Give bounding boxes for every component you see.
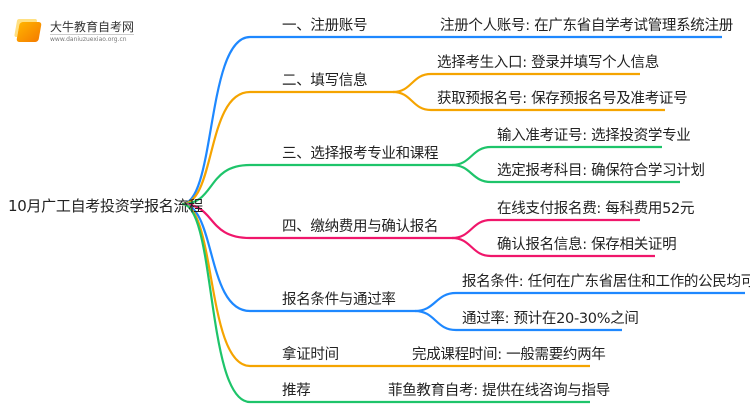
branch-node: 二、填写信息 <box>282 73 368 89</box>
leaf-node: 菲鱼教育自考: 提供在线咨询与指导 <box>388 383 610 399</box>
leaf-node: 完成课程时间: 一般需要约两年 <box>412 347 606 363</box>
branch-connector <box>181 90 393 206</box>
root-node: 10月广工自考投资学报名流程 <box>8 197 203 215</box>
leaf-node: 获取预报名号: 保存预报名号及准考证号 <box>437 91 688 107</box>
leaf-node: 通过率: 预计在20-30%之间 <box>462 311 639 327</box>
leaf-node: 输入准考证号: 选择投资学专业 <box>497 128 691 144</box>
branch-connector <box>181 35 438 206</box>
leaf-node: 选定报考科目: 确保符合学习计划 <box>497 163 705 179</box>
branch-node: 三、选择报考专业和课程 <box>282 146 439 162</box>
child-connector <box>414 309 622 332</box>
branch-connector <box>181 202 452 240</box>
child-connector <box>451 236 655 258</box>
leaf-node: 在线支付报名费: 每科费用52元 <box>497 201 695 217</box>
leaf-node: 注册个人账号: 在广东省自学考试管理系统注册 <box>440 18 733 34</box>
child-connector <box>451 163 680 184</box>
branch-connector <box>181 202 386 404</box>
child-connector <box>451 218 640 240</box>
branch-node: 拿证时间 <box>282 347 339 363</box>
branch-node: 四、缴纳费用与确认报名 <box>282 219 439 235</box>
branch-connector <box>181 163 452 206</box>
logo: 大牛教育自考网 www.daniuzuexiao.org.cn <box>16 20 135 44</box>
branch-node: 报名条件与通过率 <box>282 292 396 308</box>
logo-url: www.daniuzuexiao.org.cn <box>50 34 135 44</box>
leaf-node: 选择考生入口: 登录并填写个人信息 <box>437 55 659 71</box>
logo-title: 大牛教育自考网 <box>50 20 135 34</box>
child-connector <box>392 72 640 94</box>
leaf-node: 确认报名信息: 保存相关证明 <box>497 237 677 253</box>
branch-node: 推荐 <box>282 383 311 399</box>
child-connector <box>414 291 745 313</box>
branch-connector <box>181 202 415 313</box>
child-connector <box>451 145 662 167</box>
child-connector <box>392 90 665 112</box>
leaf-node: 报名条件: 任何在广东省居住和工作的公民均可参加 <box>462 274 750 290</box>
branch-node: 一、注册账号 <box>282 18 368 34</box>
